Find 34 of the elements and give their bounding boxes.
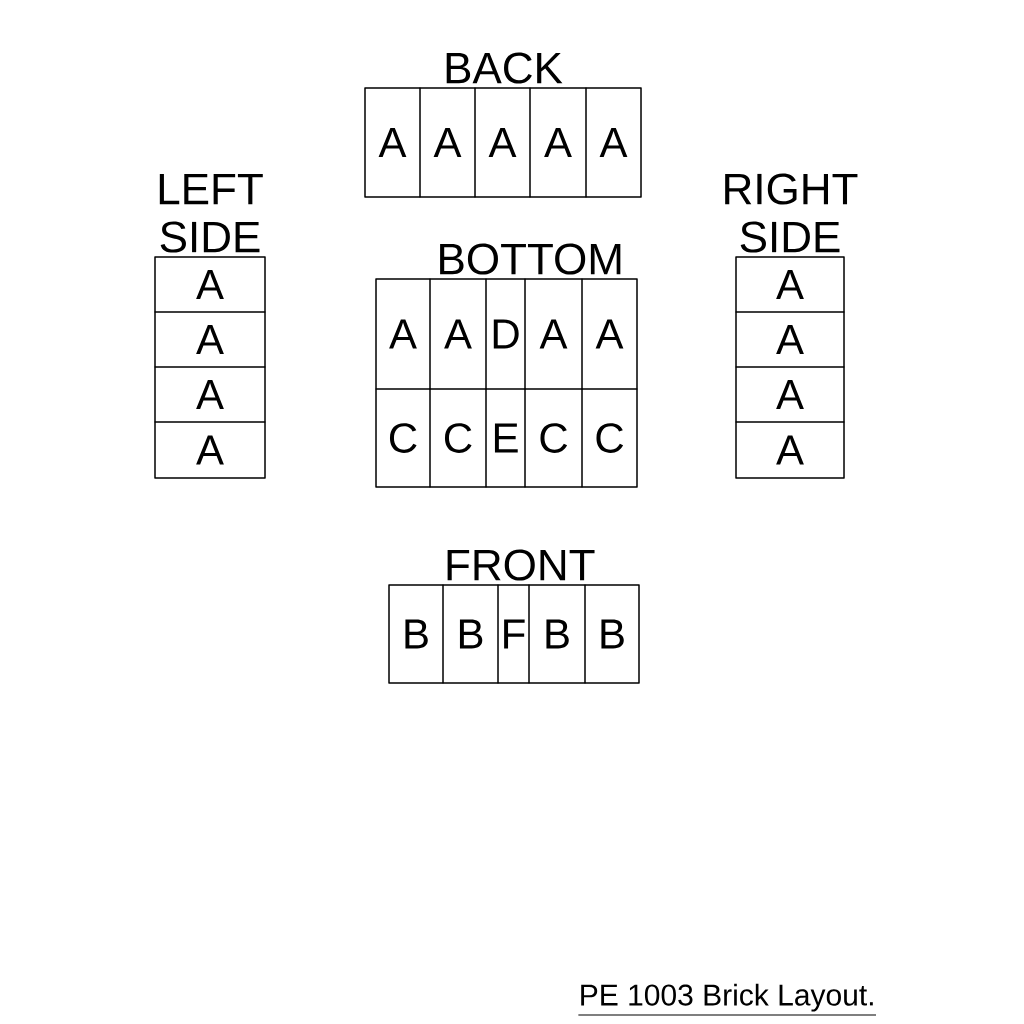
brick-cell: A [735,421,845,479]
brick-cell: A [735,311,845,368]
caption: PE 1003 Brick Layout. [581,983,873,1012]
brick-cell: B [584,584,640,684]
brick-cell: F [497,584,530,684]
group-heading: BOTTOM [440,243,621,275]
brick-cell: A [154,366,266,423]
brick-cell: A [375,278,431,390]
brick-cell: C [429,388,487,488]
brick-cell: A [474,87,531,198]
brick-cell: A [524,278,583,390]
brick-cell: A [364,87,421,198]
group-heading: FRONT [447,549,595,581]
brick-cell: B [388,584,444,684]
brick-cell: A [429,278,487,390]
brick-cell: B [528,584,586,684]
brick-cell: A [735,366,845,423]
brick-cell: D [485,278,526,390]
brick-cell: A [154,311,266,368]
brick-cell: E [485,388,526,488]
brick-cell: C [375,388,431,488]
brick-cell: A [154,421,266,479]
brick-cell: A [529,87,587,198]
group-heading: BACK [446,52,563,84]
brick-cell: A [735,256,845,313]
brick-cell: A [419,87,476,198]
group-heading: LEFT SIDE [159,173,263,253]
brick-cell: C [581,388,638,488]
brick-cell: A [585,87,642,198]
brick-cell: A [154,256,266,313]
brick-cell: A [581,278,638,390]
group-heading: RIGHT SIDE [725,173,858,253]
brick-cell: B [442,584,499,684]
brick-cell: C [524,388,583,488]
